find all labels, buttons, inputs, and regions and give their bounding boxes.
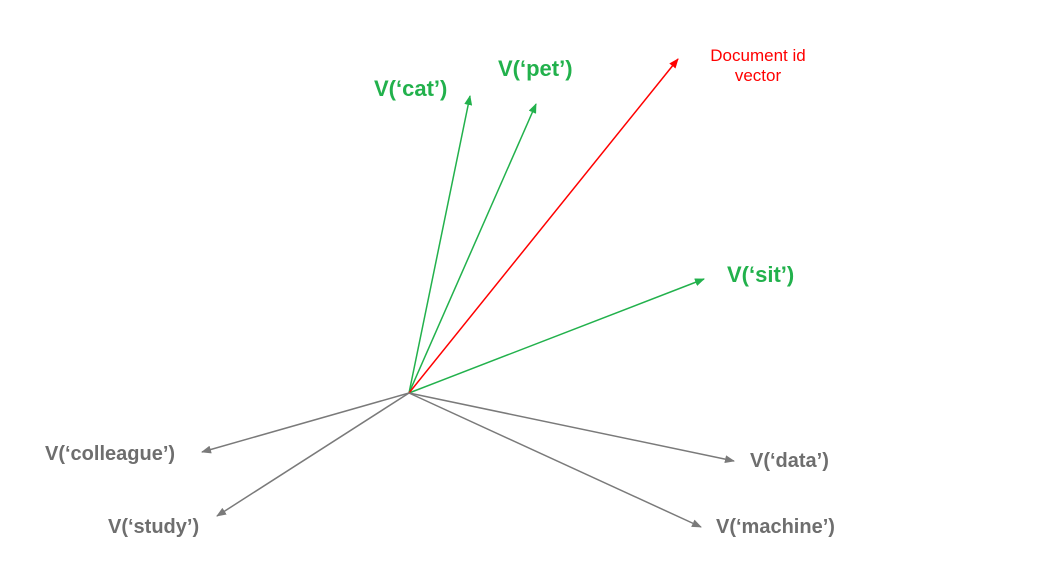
vector-label-colleague: V(‘colleague’)	[45, 443, 176, 465]
vector-label-study: V(‘study’)	[108, 516, 200, 538]
vector-label-document-line2: vector	[734, 65, 782, 85]
vector-arrow-colleague	[201, 392, 410, 454]
vector-label-document-line1: Document id	[710, 46, 806, 65]
vector-label-machine: V(‘machine’)	[716, 516, 835, 538]
vector-label-cat: V(‘cat’)	[374, 76, 448, 101]
vector-label-document: Document id vector	[688, 46, 828, 85]
vector-arrow-data	[408, 392, 735, 464]
vector-label-data: V(‘data’)	[750, 450, 829, 472]
vector-arrow-cat	[408, 95, 473, 394]
vector-label-pet: V(‘pet’)	[498, 56, 573, 81]
vector-arrow-machine	[408, 392, 702, 528]
vector-arrow-study	[216, 392, 410, 517]
vector-label-sit: V(‘sit’)	[727, 262, 795, 287]
vector-arrow-document	[408, 58, 679, 394]
vector-arrow-pet	[408, 103, 537, 394]
vector-arrow-sit	[408, 278, 705, 394]
